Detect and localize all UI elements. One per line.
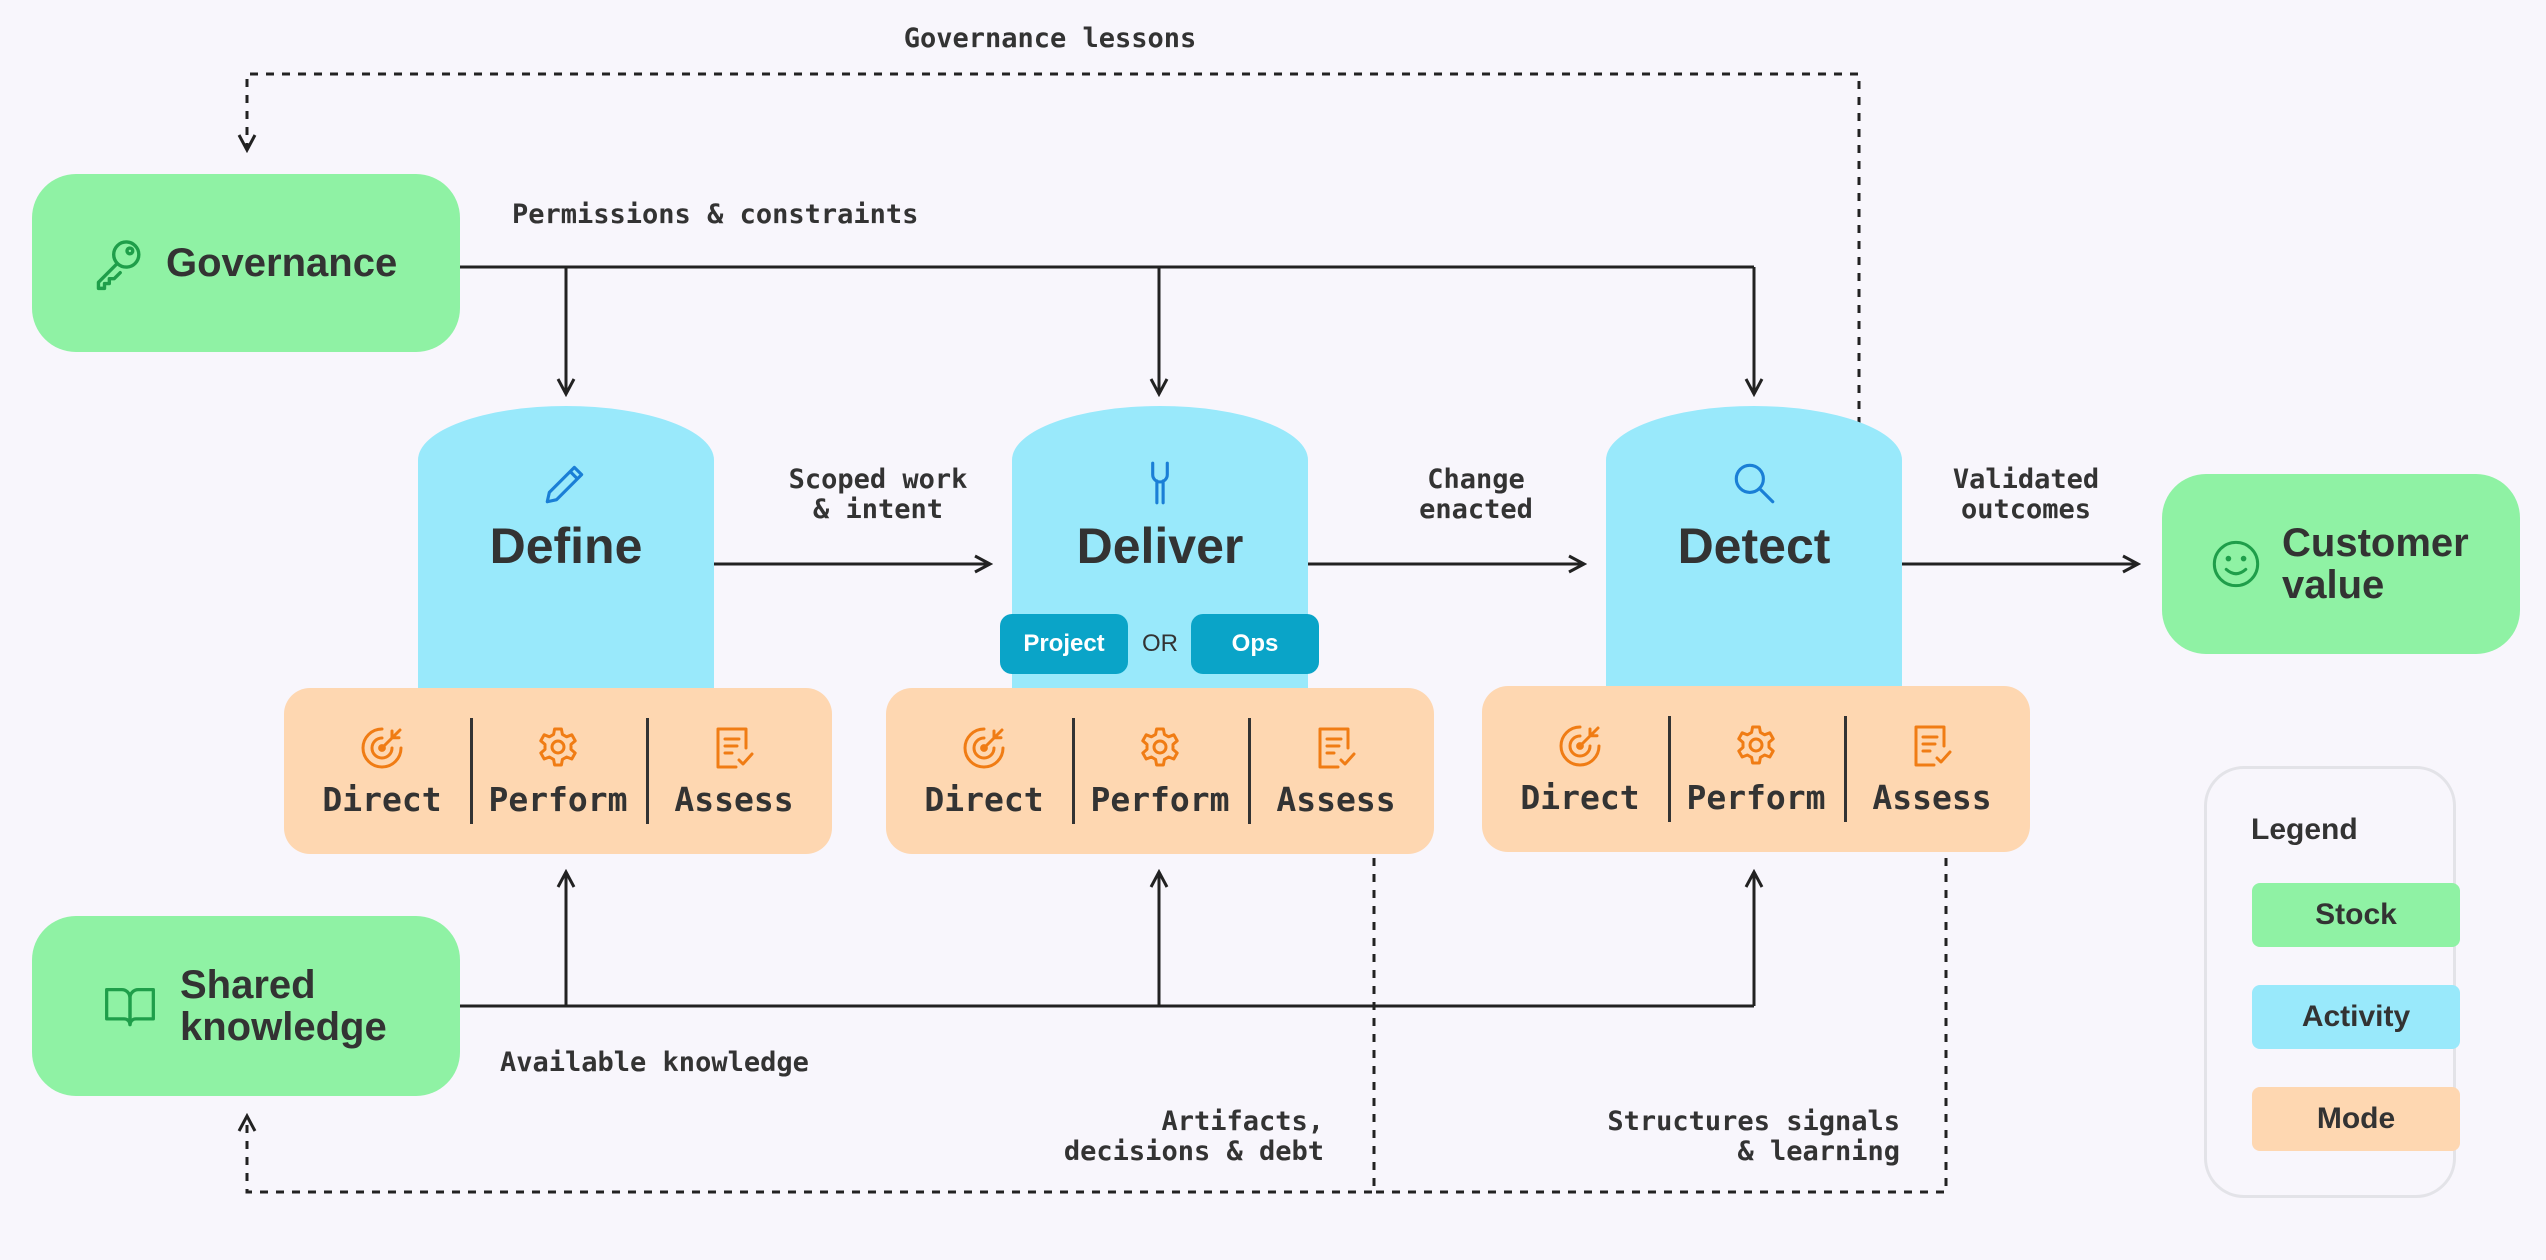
legend-title: Legend <box>2251 813 2358 846</box>
legend: Legend Stock Activity Mode <box>2204 766 2460 1198</box>
mode-direct: Direct <box>896 688 1072 854</box>
legend-item-mode: Mode <box>2252 1087 2460 1151</box>
activity-define: Define <box>418 406 714 696</box>
shared-knowledge-title: Shared knowledge <box>180 963 387 1049</box>
mode-assess: Assess <box>1248 688 1424 854</box>
pencil-icon <box>545 465 584 504</box>
target-icon <box>361 727 403 768</box>
target-icon <box>963 727 1005 768</box>
mode-label: Perform <box>1686 777 1826 817</box>
scoped-work-label: Scoped work & intent <box>788 464 968 525</box>
wrench-icon <box>1151 461 1169 505</box>
structures-signals-label: Structures signals & learning <box>1607 1106 1900 1167</box>
stock-governance: Governance <box>32 174 460 352</box>
legend-item-activity: Activity <box>2252 985 2460 1049</box>
mode-perform: Perform <box>1072 688 1248 854</box>
checklist-icon <box>1318 727 1356 768</box>
mode-label: Direct <box>322 779 442 819</box>
key-icon <box>96 240 141 291</box>
book-icon <box>105 988 155 1027</box>
checklist-icon <box>716 727 754 768</box>
stock-shared-knowledge: Shared knowledge <box>32 916 460 1096</box>
gear-icon <box>539 727 577 766</box>
mode-label: Direct <box>924 779 1044 819</box>
customer-value-title: Customer value <box>2282 521 2469 607</box>
mode-assess: Assess <box>1844 686 2020 852</box>
deliver-title: Deliver <box>1076 518 1244 574</box>
magnifier-icon <box>1734 463 1775 504</box>
artifacts-loop <box>247 858 1376 1194</box>
stock-customer-value: Customer value <box>2162 474 2520 654</box>
activity-detect: Detect <box>1606 406 1902 696</box>
project-pill: Project <box>1000 614 1128 674</box>
mode-panel-deliver: Direct Perform Assess <box>886 688 1434 854</box>
mode-panel-detect: Direct Perform Assess <box>1482 686 2030 852</box>
mode-perform: Perform <box>1668 686 1844 852</box>
validated-outcomes-label: Validated outcomes <box>1952 464 2100 525</box>
change-enacted-label: Change enacted <box>1419 464 1533 525</box>
mode-direct: Direct <box>1492 686 1668 852</box>
mode-perform: Perform <box>470 688 646 854</box>
mode-label: Perform <box>488 779 628 819</box>
legend-item-stock: Stock <box>2252 883 2460 947</box>
mode-panel-define: Direct Perform Assess <box>284 688 832 854</box>
governance-lessons-loop <box>247 72 1861 425</box>
define-title: Define <box>489 518 643 574</box>
mode-label: Assess <box>1872 777 1992 817</box>
ops-pill: Ops <box>1191 614 1319 674</box>
smiley-icon <box>2212 540 2260 588</box>
gear-icon <box>1737 725 1775 764</box>
governance-title: Governance <box>166 241 398 285</box>
mode-label: Perform <box>1090 779 1230 819</box>
mode-label: Assess <box>1276 779 1396 819</box>
mode-label: Direct <box>1520 777 1640 817</box>
or-text: OR <box>1142 630 1178 657</box>
mode-assess: Assess <box>646 688 822 854</box>
artifacts-label: Artifacts, decisions & debt <box>1063 1106 1324 1167</box>
available-knowledge-label: Available knowledge <box>500 1047 809 1078</box>
checklist-icon <box>1914 725 1952 766</box>
detect-title: Detect <box>1677 518 1831 574</box>
target-icon <box>1559 725 1601 766</box>
mode-direct: Direct <box>294 688 470 854</box>
mode-label: Assess <box>674 779 794 819</box>
governance-lessons-label: Governance lessons <box>903 23 1197 54</box>
permissions-label: Permissions & constraints <box>512 199 919 230</box>
gear-icon <box>1141 727 1179 766</box>
